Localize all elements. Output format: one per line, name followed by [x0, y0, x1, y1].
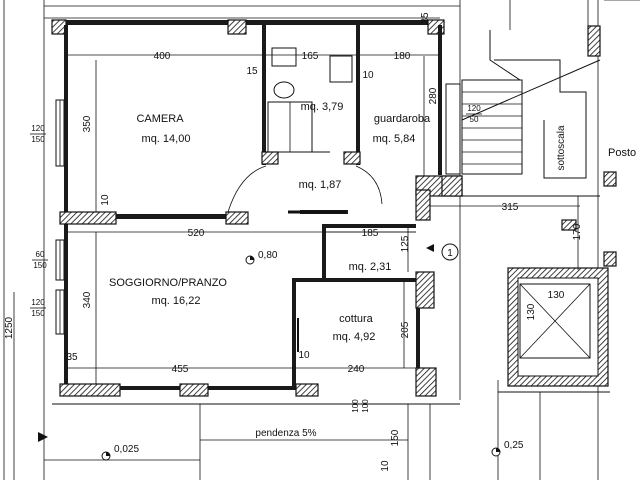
dim-top-right: 35: [420, 12, 431, 24]
balcony: [38, 403, 460, 480]
label-posto: Posto: [608, 147, 636, 159]
dim-240: 240: [348, 364, 365, 375]
label-pendenza: pendenza 5%: [255, 428, 316, 439]
dim-205: 205: [400, 321, 411, 338]
dim-170: 170: [572, 223, 583, 240]
bathroom-fixtures: [267, 47, 353, 153]
room-camera-area: mq. 14,00: [142, 133, 191, 145]
section-marker: 1: [426, 243, 459, 261]
room-hall-area: mq. 1,87: [299, 179, 342, 191]
dim-total-height: 1250: [4, 316, 15, 339]
lift-shaft: [497, 267, 610, 480]
dim-bath-width: 165: [302, 51, 319, 62]
dim-125: 125: [400, 235, 411, 252]
dim-35: 35: [66, 352, 78, 363]
elevation-balcony: 0,025: [114, 444, 139, 455]
room-soggiorno-area: mq. 16,22: [152, 295, 201, 307]
room-camera-name: CAMERA: [136, 113, 184, 125]
dim-soggiorno-width: 520: [188, 228, 205, 239]
dim-10b: 10: [298, 350, 310, 361]
room-corridor-area: mq. 2,31: [349, 261, 392, 273]
dim-camera-width: 400: [154, 51, 171, 62]
room-guardaroba-name: guardaroba: [374, 113, 431, 125]
dim-bath-right: 10: [362, 70, 374, 81]
dim-10c: 10: [380, 460, 391, 472]
dim-150: 150: [390, 429, 401, 446]
dim-bath-left: 15: [246, 66, 258, 77]
window-2-h: 150: [33, 261, 47, 270]
room-soggiorno-name: SOGGIORNO/PRANZO: [109, 277, 227, 289]
dim-315: 315: [502, 202, 519, 213]
room-cottura-area: mq. 4,92: [333, 331, 376, 343]
dim-130a: 130: [548, 290, 565, 301]
elevation-soggiorno: 0,80: [258, 250, 278, 261]
elevation-markers: [101, 255, 501, 461]
doors: [227, 165, 383, 352]
window-1-w: 120: [31, 124, 45, 133]
section-marker-label: 1: [447, 248, 453, 259]
misc-labels: 0,80 0,025 0,25 sottoscala Posto pendenz…: [114, 125, 636, 455]
elevation-landing: 0,25: [504, 440, 524, 451]
window-labels: 120 150 60 150 120 150 120 50: [30, 104, 482, 318]
dim-guardaroba-height: 280: [428, 87, 439, 104]
room-bath-area: mq. 3,79: [301, 101, 344, 113]
window-4-h: 50: [470, 115, 479, 124]
label-sottoscala: sottoscala: [556, 125, 567, 170]
dim-185: 185: [362, 228, 379, 239]
dim-soggiorno-height: 340: [82, 291, 93, 308]
dim-130b: 130: [526, 303, 537, 320]
staircase: [441, 25, 617, 267]
dim-455: 455: [172, 364, 189, 375]
dim-100b: 100: [361, 399, 370, 413]
window-3-w: 120: [31, 298, 45, 307]
window-1-h: 150: [31, 135, 45, 144]
left-windows: [55, 99, 65, 335]
dim-wall-10: 10: [100, 194, 111, 206]
reference-lines: [3, 0, 640, 480]
room-cottura-name: cottura: [339, 313, 374, 325]
room-labels: CAMERA mq. 14,00 guardaroba mq. 5,84 mq.…: [109, 101, 431, 343]
dimension-lines: [13, 54, 580, 480]
dim-camera-height: 350: [82, 115, 93, 132]
dimension-labels: 400 165 15 10 180 350 280 35 10 520 185 …: [4, 12, 583, 472]
window-2-w: 60: [36, 250, 45, 259]
room-guardaroba-area: mq. 5,84: [373, 133, 416, 145]
window-4-w: 120: [467, 104, 481, 113]
window-3-h: 150: [31, 309, 45, 318]
dim-100a: 100: [351, 399, 360, 413]
dim-guardaroba-width: 180: [394, 51, 411, 62]
